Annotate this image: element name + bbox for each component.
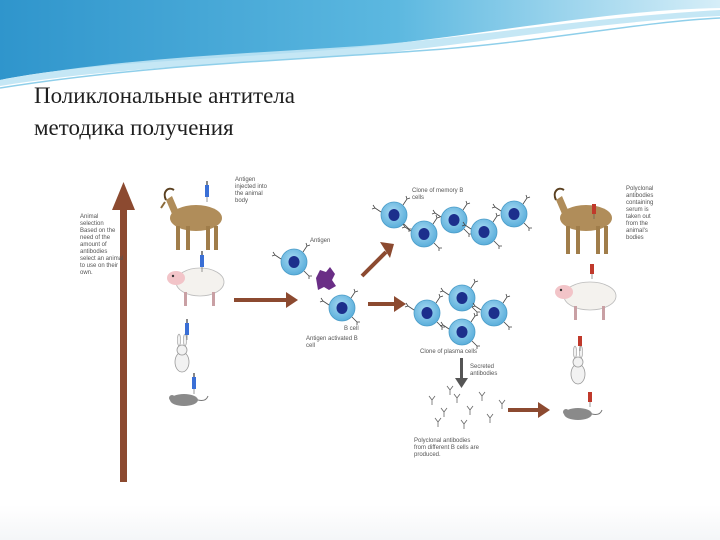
mouse-icon: [169, 394, 208, 406]
slide-footer-shade: [0, 505, 720, 540]
b-cell-icon: [372, 196, 412, 232]
b-cell-icon: [405, 294, 445, 330]
injection-text-1: injected into: [235, 184, 268, 190]
b-cell-label: B cell: [344, 326, 359, 332]
selection-text-0: Animal: [80, 214, 98, 220]
selection-text-2: Based on the: [80, 228, 116, 234]
antibody-icon: [487, 414, 493, 423]
result-text-2: produced.: [414, 452, 441, 458]
syringe-icon: [205, 181, 209, 202]
selection-text-4: amount of: [80, 242, 107, 248]
secreted-label: Secreted antibodies: [470, 364, 497, 377]
antibody-icon: [499, 400, 505, 409]
injection-text-0: Antigen: [235, 177, 255, 183]
memory-text-1: cells: [412, 195, 424, 201]
activated-text-1: cell: [306, 343, 315, 349]
flow-arrow-to-plasma: [368, 296, 406, 312]
harvest-text-1: antibodies: [626, 193, 653, 199]
sheep-icon: [167, 268, 224, 306]
animal-selection-label: Animal selection Based on the need of th…: [80, 214, 123, 276]
sheep-icon: [555, 282, 616, 320]
harvest-text-5: from the: [626, 221, 649, 227]
harvest-text-3: serum is: [626, 207, 649, 213]
harvest-text-4: taken out: [626, 214, 651, 220]
result-text-1: from different B cells are: [414, 445, 480, 451]
memory-cell-clone: [372, 195, 532, 251]
b-cell-icon: [272, 243, 312, 279]
injection-text-3: body: [235, 198, 248, 204]
selection-text-7: to use on their: [80, 263, 118, 269]
polyclonal-result-label: Polyclonal antibodies from different B c…: [414, 438, 480, 458]
goat-icon: [555, 189, 612, 254]
blood-syringe-icon: [588, 392, 592, 407]
harvest-text-7: bodies: [626, 235, 644, 241]
blood-syringe-icon: [590, 264, 594, 279]
secreted-text-1: antibodies: [470, 371, 497, 377]
polyclonal-antibody-diagram: Animal selection Based on the need of th…: [72, 170, 672, 485]
antibody-icon: [461, 420, 467, 429]
header-banner: [0, 0, 720, 90]
antibody-icon: [441, 408, 447, 417]
b-cell-icon: [492, 195, 532, 231]
selection-text-1: selection: [80, 221, 104, 227]
rabbit-icon: [571, 346, 585, 384]
title-line-1: Поликлональные антитела: [34, 80, 494, 112]
antibody-cloud: [429, 386, 505, 429]
selection-text-5: antibodies: [80, 249, 107, 255]
selection-text-6: select an animal: [80, 256, 123, 262]
result-text-0: Polyclonal antibodies: [414, 438, 470, 444]
antibody-icon: [429, 396, 435, 405]
b-cell-icon: [402, 215, 442, 251]
antibody-icon: [447, 386, 453, 395]
selection-text-3: need of the: [80, 235, 111, 241]
flow-arrow-to-bcell: [234, 292, 298, 308]
b-cell-icon: [320, 289, 360, 325]
selection-text-8: own.: [80, 270, 93, 276]
harvest-text-0: Polyclonal: [626, 186, 653, 192]
antibody-icon: [467, 406, 473, 415]
secreted-text-0: Secreted: [470, 364, 494, 370]
antibody-icon: [454, 394, 460, 403]
injection-text-2: the animal: [235, 191, 263, 197]
antigen-injection-label: Antigen injected into the animal body: [235, 177, 268, 204]
antigen-icon: [316, 267, 336, 290]
slide-title: Поликлональные антитела методика получен…: [34, 80, 494, 144]
syringe-icon: [192, 373, 196, 394]
title-line-2: методика получения: [34, 112, 494, 144]
antibody-icon: [479, 392, 485, 401]
b-cell-icon: [462, 213, 502, 249]
memory-clone-label: Clone of memory B cells: [412, 188, 463, 201]
goat-icon: [161, 189, 222, 250]
flow-arrow-to-secreted: [455, 358, 468, 388]
activated-label: Antigen activated B cell: [306, 336, 358, 349]
flow-arrow-to-memory: [362, 242, 394, 276]
plasma-cell-clone: [405, 279, 512, 349]
antigen-label: Antigen: [310, 238, 330, 244]
b-cell-icon: [440, 313, 480, 349]
b-cell-icon: [432, 201, 472, 237]
harvest-text-2: containing: [626, 200, 653, 206]
antibody-icon: [435, 418, 441, 427]
activated-text-0: Antigen activated B: [306, 336, 358, 342]
b-cell-icon: [440, 279, 480, 315]
harvest-text-6: animal's: [626, 228, 648, 234]
harvest-label: Polyclonal antibodies containing serum i…: [626, 186, 653, 241]
flow-arrow-to-harvest: [508, 402, 550, 418]
selection-arrow: [112, 182, 135, 482]
memory-text-0: Clone of memory B: [412, 188, 463, 194]
figure-panel: Animal selection Based on the need of th…: [72, 170, 672, 485]
mouse-icon: [563, 408, 602, 420]
plasma-clone-label: Clone of plasma cells: [420, 349, 477, 355]
